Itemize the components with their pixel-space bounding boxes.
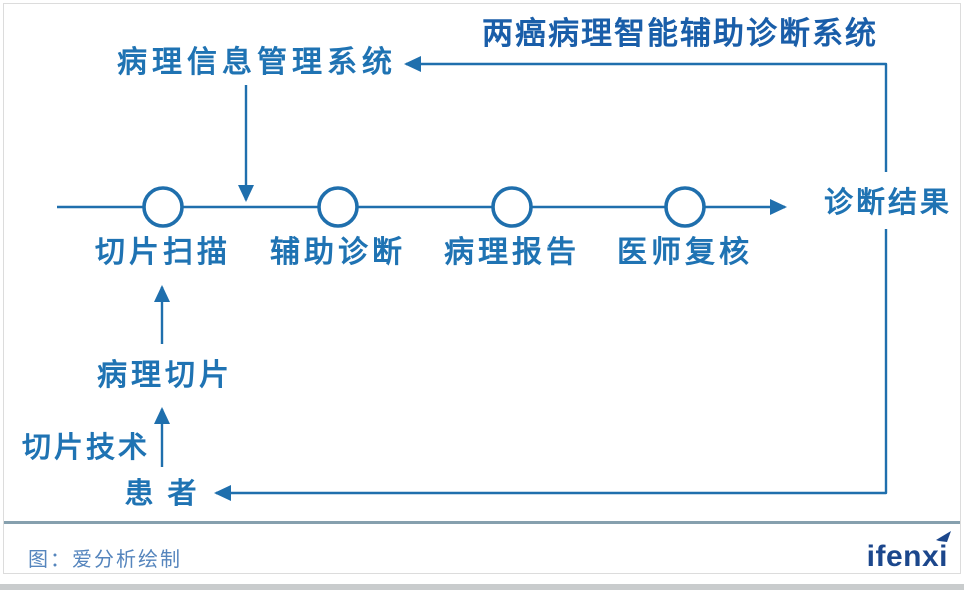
management-system-label: 病理信息管理系统 xyxy=(117,46,397,79)
ifenxi-flag-icon xyxy=(936,531,951,542)
bottom-edge-line xyxy=(0,584,964,590)
stage-label-scan: 切片扫描 xyxy=(95,236,231,269)
slide-technique-label: 切片技术 xyxy=(21,432,150,464)
result-label: 诊断结果 xyxy=(823,187,952,219)
stage-node-assist xyxy=(317,186,359,228)
stage-label-review: 医师复核 xyxy=(617,236,753,269)
stage-label-assist: 辅助诊断 xyxy=(270,236,406,269)
arrow-result-to-patient xyxy=(214,229,888,501)
diagram-title: 两癌病理智能辅助诊断系统 xyxy=(482,16,878,51)
stage-node-review xyxy=(664,186,706,228)
patient-label: 患 者 xyxy=(124,478,200,510)
stage-label-report: 病理报告 xyxy=(444,236,580,269)
ifenxi-logo: ifenxi xyxy=(866,531,951,574)
stage-node-scan xyxy=(142,186,184,228)
arrow-system-to-management xyxy=(404,56,888,172)
stage-node-report xyxy=(491,186,533,228)
ifenxi-logo-text: ifenxi xyxy=(866,540,948,573)
pathology-slide-label: 病理切片 xyxy=(97,359,233,392)
footer-divider xyxy=(4,521,960,524)
source-caption: 图：爱分析绘制 xyxy=(28,549,182,571)
